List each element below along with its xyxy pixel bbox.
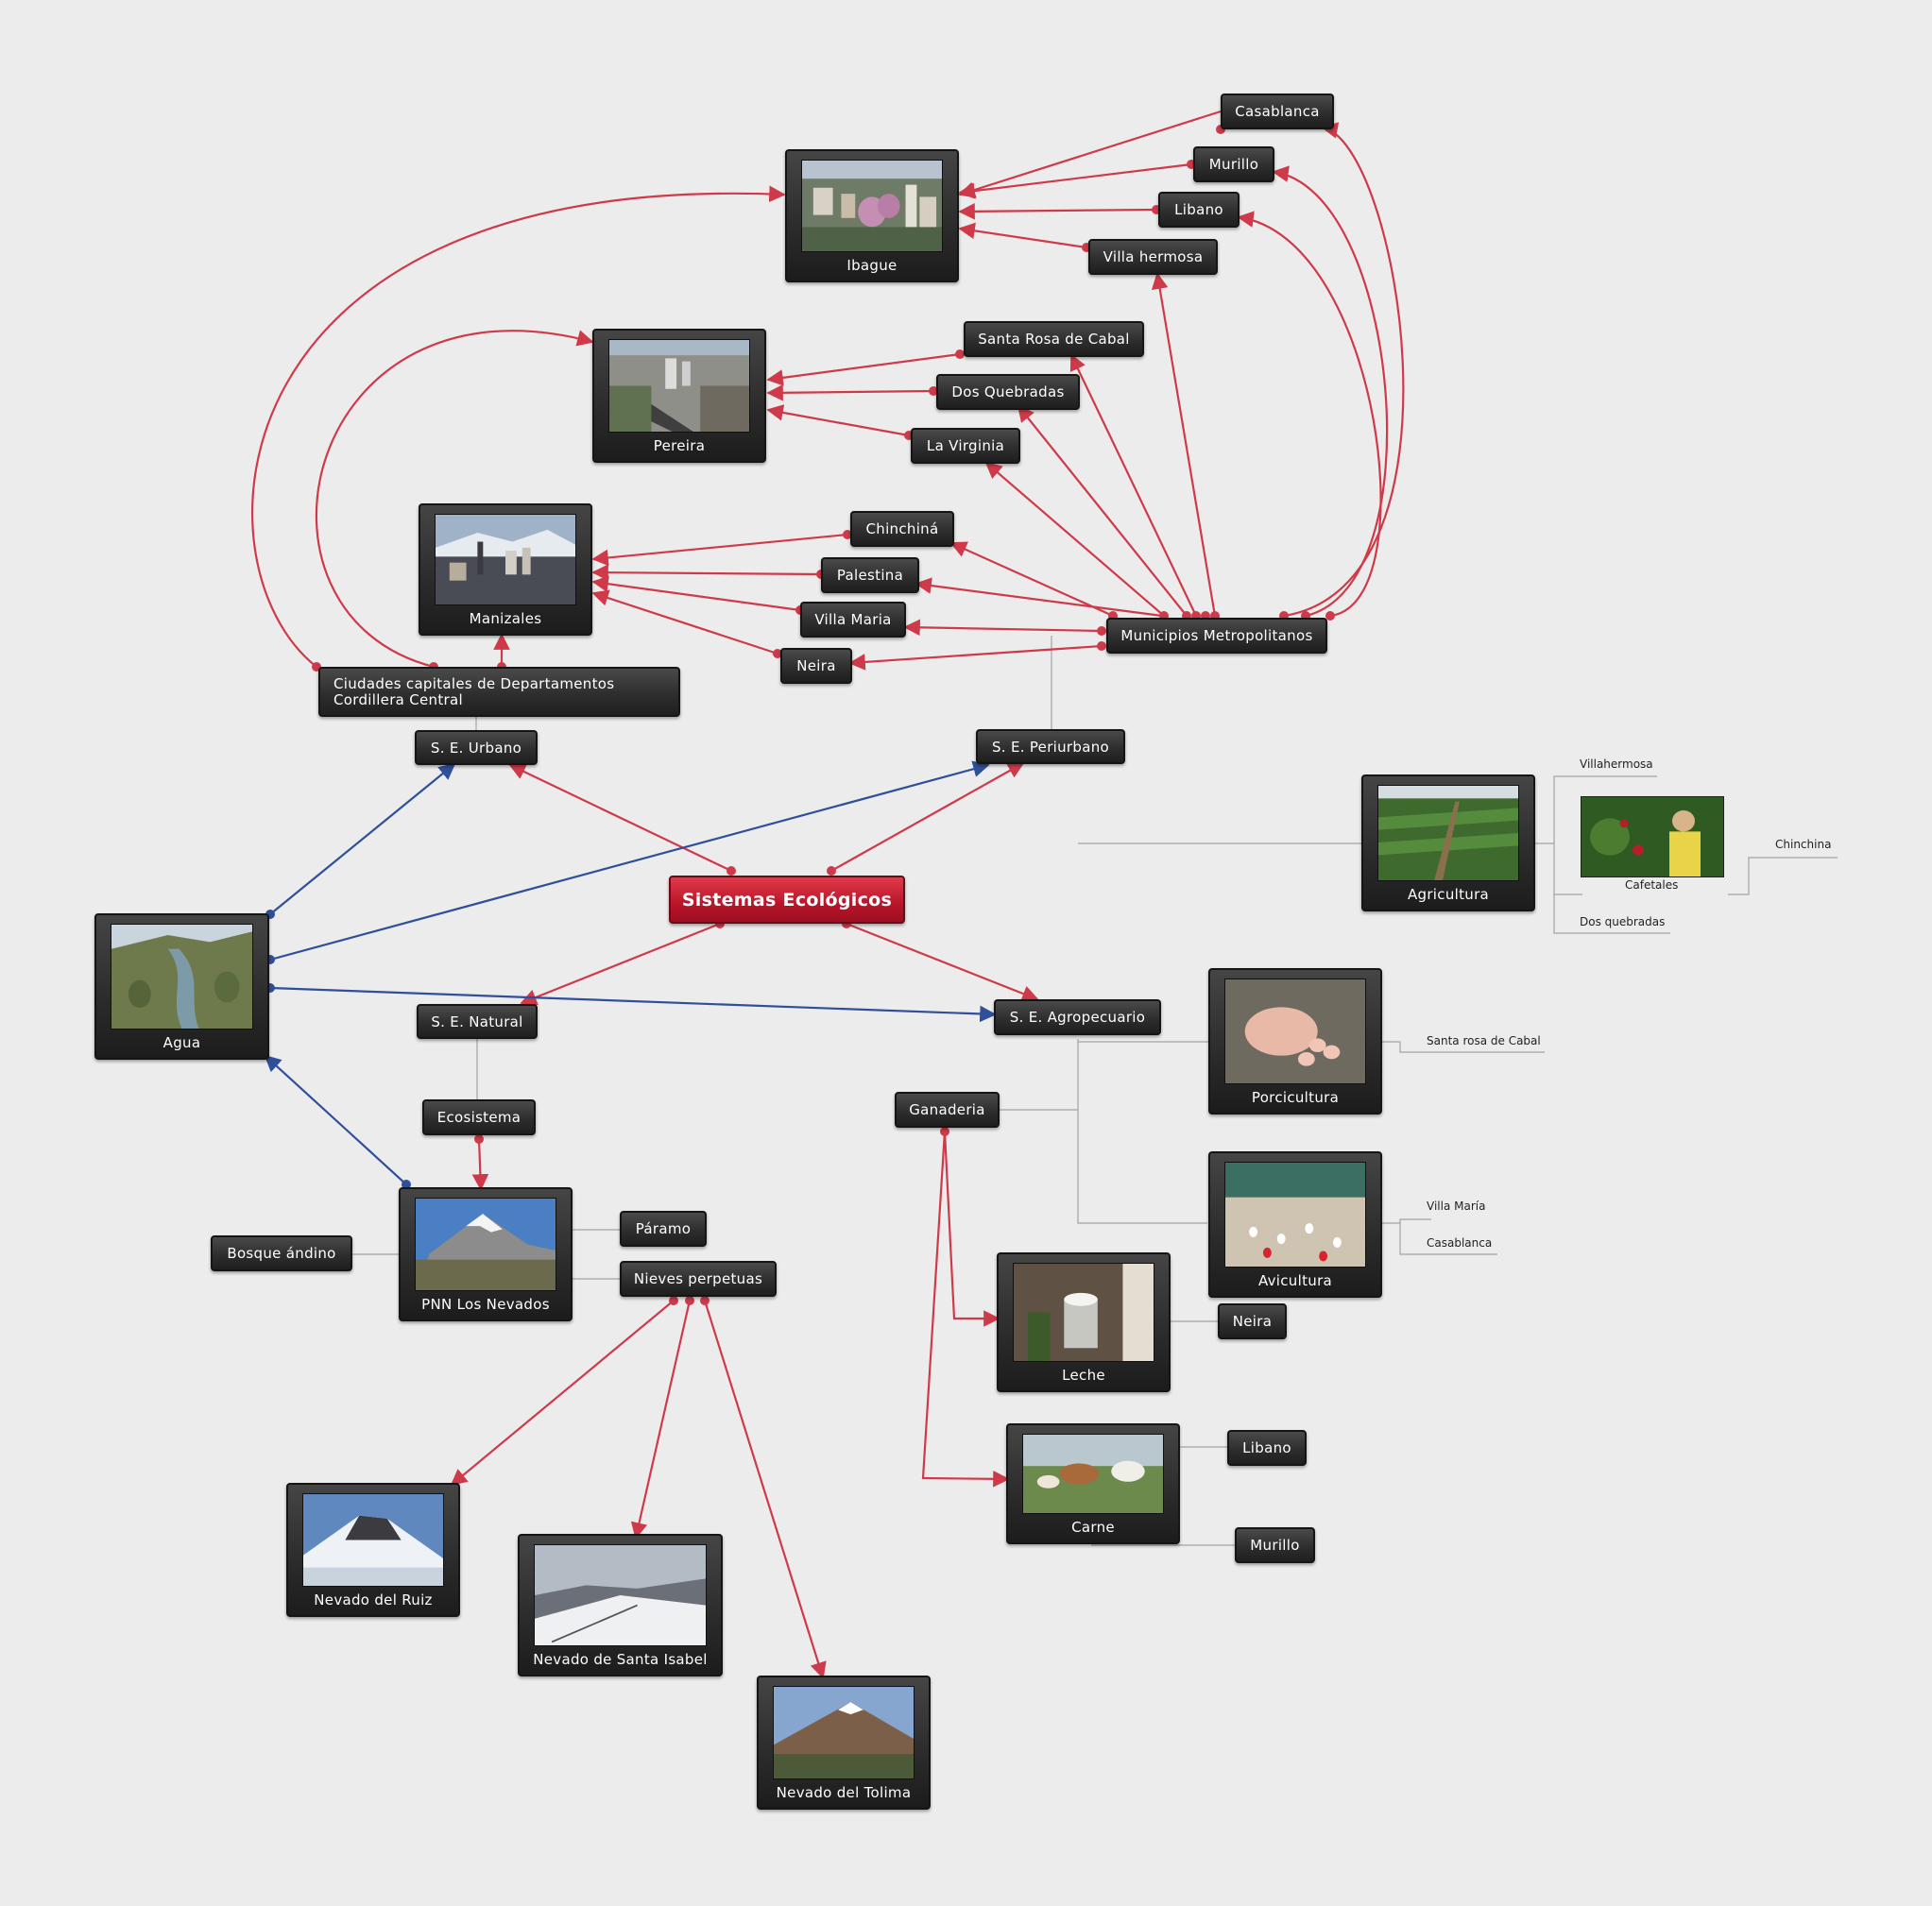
blue-links — [264, 760, 997, 1185]
node-ciudades-capitales[interactable]: Ciudades capitales de Departamentos Cord… — [318, 667, 680, 717]
cafetales-label: Cafetales — [1625, 878, 1679, 892]
node-s-e-agropecuario[interactable]: S. E. Agropecuario — [994, 999, 1161, 1035]
image-node-ibague[interactable]: Ibague — [785, 149, 959, 282]
agricultura-caption: Agricultura — [1407, 886, 1490, 903]
river-photo — [111, 924, 253, 1030]
leche-caption: Leche — [1062, 1367, 1105, 1384]
porcicultura-photo — [1224, 979, 1366, 1084]
node-murillo-carne[interactable]: Murillo — [1235, 1527, 1315, 1563]
leche-photo — [1013, 1263, 1154, 1362]
image-node-porcicultura[interactable]: Porcicultura — [1208, 968, 1382, 1115]
leaf-santa-rosa-de-cabal: Santa rosa de Cabal — [1427, 1034, 1541, 1047]
node-libano-carne[interactable]: Libano — [1227, 1430, 1307, 1466]
pereira-city-photo — [608, 339, 750, 433]
node-neira-leche[interactable]: Neira — [1218, 1303, 1287, 1339]
leaf-casablanca: Casablanca — [1427, 1236, 1493, 1250]
image-node-pereira[interactable]: Pereira — [592, 329, 766, 463]
pereira-caption: Pereira — [653, 437, 706, 454]
node-palestina[interactable]: Palestina — [821, 557, 919, 593]
tree-lines — [352, 636, 1838, 1546]
image-node-agricultura[interactable]: Agricultura — [1361, 774, 1535, 911]
node-s-e-periurbano[interactable]: S. E. Periurbano — [976, 729, 1125, 764]
node-ganaderia[interactable]: Ganaderia — [895, 1092, 1000, 1128]
node-bosque-andino[interactable]: Bosque ándino — [211, 1235, 352, 1271]
porcicultura-caption: Porcicultura — [1251, 1089, 1340, 1106]
root-node-sistemas-ecologicos[interactable]: Sistemas Ecológicos — [669, 876, 905, 924]
leaf-dos-quebradas: Dos quebradas — [1580, 915, 1666, 928]
image-node-carne[interactable]: Carne — [1006, 1423, 1180, 1544]
avicultura-photo — [1224, 1162, 1366, 1268]
ibague-city-photo — [801, 160, 943, 252]
leaf-villa-maria: Villa María — [1427, 1200, 1486, 1213]
node-municipios-metropolitanos[interactable]: Municipios Metropolitanos — [1106, 618, 1327, 654]
node-chinchina[interactable]: Chinchiná — [850, 511, 954, 547]
pnn-los-nevados-photo — [415, 1198, 556, 1291]
node-ecosistema[interactable]: Ecosistema — [422, 1099, 536, 1135]
image-cafetales[interactable] — [1581, 796, 1724, 877]
node-villa-maria[interactable]: Villa Maria — [800, 602, 906, 638]
node-libano[interactable]: Libano — [1158, 192, 1240, 228]
agua-caption: Agua — [162, 1034, 201, 1051]
manizales-caption: Manizales — [469, 610, 542, 627]
node-murillo[interactable]: Murillo — [1193, 146, 1274, 182]
santa-isabel-caption: Nevado de Santa Isabel — [533, 1651, 708, 1668]
manizales-city-photo — [435, 514, 576, 605]
nevado-de-santa-isabel-photo — [534, 1544, 707, 1646]
node-la-virginia[interactable]: La Virginia — [911, 428, 1020, 464]
node-neira[interactable]: Neira — [780, 648, 852, 684]
nevado-del-tolima-photo — [773, 1686, 915, 1779]
node-paramo[interactable]: Páramo — [620, 1211, 707, 1247]
ibague-caption: Ibague — [846, 257, 898, 274]
image-node-agua[interactable]: Agua — [94, 913, 269, 1060]
node-nieves-perpetuas[interactable]: Nieves perpetuas — [620, 1261, 777, 1297]
image-node-leche[interactable]: Leche — [997, 1252, 1171, 1392]
image-node-nevado-del-ruiz[interactable]: Nevado del Ruiz — [286, 1483, 460, 1617]
node-casablanca[interactable]: Casablanca — [1221, 94, 1334, 129]
image-node-nevado-del-tolima[interactable]: Nevado del Tolima — [757, 1676, 931, 1810]
node-villa-hermosa[interactable]: Villa hermosa — [1088, 239, 1218, 275]
image-node-manizales[interactable]: Manizales — [419, 503, 592, 636]
node-s-e-urbano[interactable]: S. E. Urbano — [415, 730, 538, 765]
carne-photo — [1022, 1434, 1164, 1514]
nevado-del-ruiz-photo — [302, 1493, 444, 1587]
node-dos-quebradas[interactable]: Dos Quebradas — [936, 374, 1080, 410]
image-node-nevado-de-santa-isabel[interactable]: Nevado de Santa Isabel — [518, 1534, 723, 1676]
ruiz-caption: Nevado del Ruiz — [314, 1591, 433, 1608]
blue-dots — [265, 910, 411, 1189]
avicultura-caption: Avicultura — [1257, 1272, 1333, 1289]
tolima-caption: Nevado del Tolima — [776, 1784, 912, 1801]
agricultura-photo — [1377, 785, 1519, 881]
node-s-e-natural[interactable]: S. E. Natural — [417, 1004, 538, 1039]
carne-caption: Carne — [1071, 1519, 1115, 1536]
node-santa-rosa-de-cabal[interactable]: Santa Rosa de Cabal — [964, 321, 1144, 357]
leaf-villahermosa: Villahermosa — [1580, 757, 1653, 771]
pnn-caption: PNN Los Nevados — [421, 1296, 550, 1313]
red-links — [251, 110, 1405, 1679]
image-node-avicultura[interactable]: Avicultura — [1208, 1151, 1382, 1298]
image-node-pnn-los-nevados[interactable]: PNN Los Nevados — [399, 1187, 573, 1321]
leaf-chinchina: Chinchina — [1775, 838, 1832, 851]
